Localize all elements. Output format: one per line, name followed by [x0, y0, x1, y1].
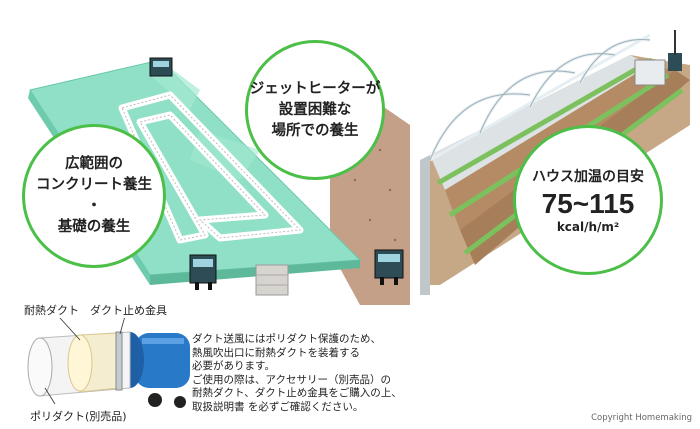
bubble-left-line: 広範囲の	[65, 156, 123, 172]
bubble-house-heating: ハウス加温の目安 75~115 kcal/h/m²	[513, 125, 663, 275]
bubble-center-line: 場所での養生	[271, 122, 359, 139]
bubble-center-line: 設置困難な	[278, 101, 352, 118]
bubble-hard-to-install: ジェットヒーターが 設置困難な 場所での養生	[245, 40, 385, 180]
house-heating-unit: kcal/h/m²	[556, 220, 620, 234]
bubble-center-line: ジェットヒーターが	[249, 80, 381, 97]
bubble-left-line: ・	[86, 198, 102, 214]
label-heat-resistant-duct: 耐熱ダクト	[24, 304, 79, 317]
note-line: ご使用の際は、アクセサリー（別売品）の	[192, 373, 391, 386]
label-poly-duct: ポリダクト(別売品)	[30, 410, 127, 423]
duct-clamp	[115, 331, 123, 391]
note-line: 必要があります。	[192, 360, 275, 373]
label-duct-clamp: ダクト止め金具	[90, 304, 167, 317]
bubble-left-line: コンクリート養生	[36, 177, 152, 193]
house-heating-title: ハウス加温の目安	[532, 169, 644, 185]
house-heating-value: 75~115	[541, 188, 635, 219]
copyright: Copyright Homemaking	[591, 413, 692, 423]
note-line: 熱風吹出口に耐熱ダクトを装着する	[192, 346, 360, 359]
heater-unit-3-icon	[374, 249, 404, 285]
heater-unit-2-icon	[189, 254, 217, 290]
bubble-wide-area-curing: 広範囲の コンクリート養生 ・ 基礎の養生	[22, 124, 166, 268]
heater-unit-1-icon	[149, 57, 173, 77]
bubble-left-line: 基礎の養生	[57, 219, 131, 235]
note-line: 耐熱ダクト、ダクト止め金具をご購入の上、	[192, 387, 402, 400]
note-line: 取扱説明書 を必ずご確認ください。	[192, 400, 364, 413]
usage-note: ダクト送風にはポリダクト保護のため、 熱風吹出口に耐熱ダクトを装着する 必要があ…	[192, 333, 402, 415]
note-line: ダクト送風にはポリダクト保護のため、	[192, 333, 381, 345]
wheel-icon	[148, 393, 162, 407]
duct-illustration	[27, 318, 190, 408]
heater-body	[135, 333, 190, 388]
greenhouse-heater-icon	[634, 30, 682, 86]
concrete-block-icon	[255, 264, 289, 296]
